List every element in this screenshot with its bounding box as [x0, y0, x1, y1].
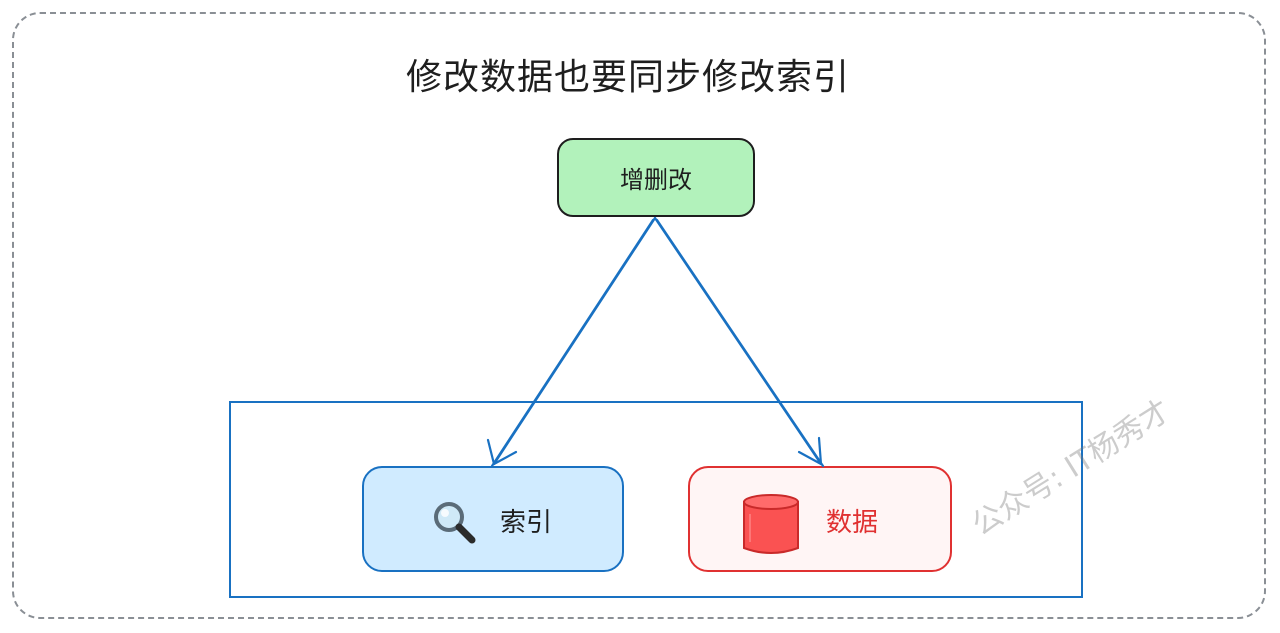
node-data: 数据 [688, 466, 952, 572]
group-container-box [229, 401, 1083, 598]
magnifier-icon [434, 502, 476, 544]
node-source-crud: 增删改 [557, 138, 755, 217]
node-index: 索引 [362, 466, 624, 572]
outer-dashed-frame [12, 12, 1266, 619]
database-cylinder-icon [743, 494, 799, 554]
node-index-label: 索引 [500, 508, 553, 538]
diagram-title: 修改数据也要同步修改索引 [405, 57, 850, 98]
node-source-label: 增删改 [620, 166, 692, 194]
node-data-label: 数据 [826, 508, 879, 538]
